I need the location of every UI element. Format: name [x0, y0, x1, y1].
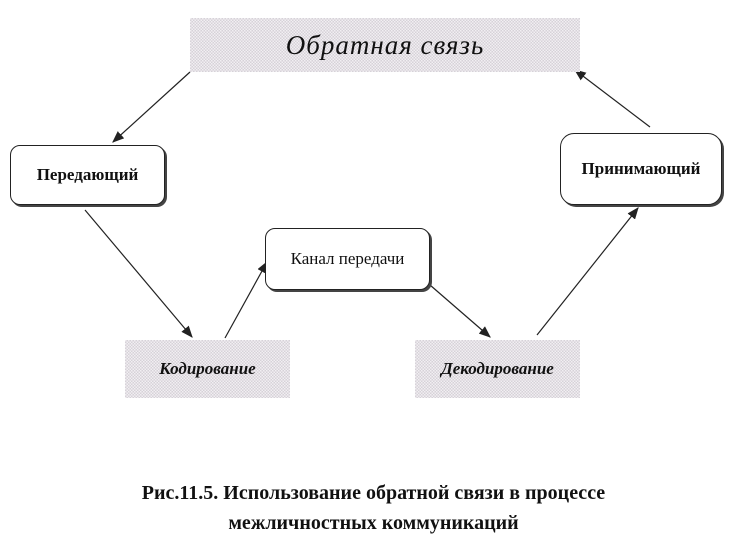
arrow-sender-to-encoding [84, 209, 193, 338]
channel-label: Канал передачи [290, 249, 405, 268]
arrow-receiver-to-feedback [574, 69, 651, 128]
sender-box: Передающий [10, 145, 165, 205]
figure-caption: Рис.11.5. Использование обратной связи в… [0, 478, 747, 538]
decoding-label: Декодирование [441, 359, 554, 378]
arrow-decoding-to-receiver [536, 207, 639, 336]
sender-label: Передающий [36, 165, 139, 184]
caption-line-1: Рис.11.5. Использование обратной связи в… [141, 482, 606, 504]
caption-line-2: межличностных коммуникаций [228, 512, 519, 534]
arrow-channel-to-decoding [429, 284, 491, 338]
decoding-box: Декодирование [415, 340, 580, 398]
encoding-box: Кодирование [125, 340, 290, 398]
feedback-box: Обратная связь [190, 18, 580, 72]
encoding-label: Кодирование [159, 359, 256, 378]
arrow-feedback-to-sender [112, 71, 191, 143]
receiver-label: Принимающий [581, 159, 701, 178]
channel-box: Канал передачи [265, 228, 430, 290]
receiver-box: Принимающий [560, 133, 722, 205]
feedback-label: Обратная связь [285, 29, 485, 60]
arrow-encoding-to-channel [224, 260, 268, 339]
